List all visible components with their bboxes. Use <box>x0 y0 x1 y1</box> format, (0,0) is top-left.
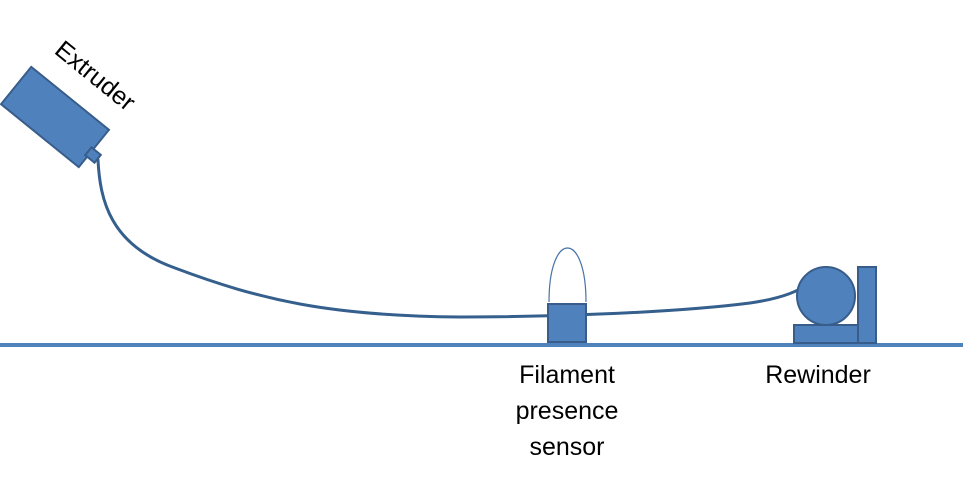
extruder <box>0 65 111 169</box>
rewinder-spool <box>796 266 856 326</box>
filament-presence-sensor <box>547 303 587 343</box>
filament-line <box>96 158 814 319</box>
sensor-label-line-2: presence <box>515 397 619 425</box>
rewinder-base <box>793 324 859 344</box>
sensor-label-line-3: sensor <box>529 433 605 461</box>
sensor-label: Filament presence sensor <box>487 357 647 465</box>
sensor-label-line-1: Filament <box>519 361 615 389</box>
rewinder <box>793 266 877 344</box>
rewinder-upright <box>857 266 877 344</box>
sensor-loop <box>548 247 587 303</box>
rewinder-label: Rewinder <box>765 361 871 389</box>
